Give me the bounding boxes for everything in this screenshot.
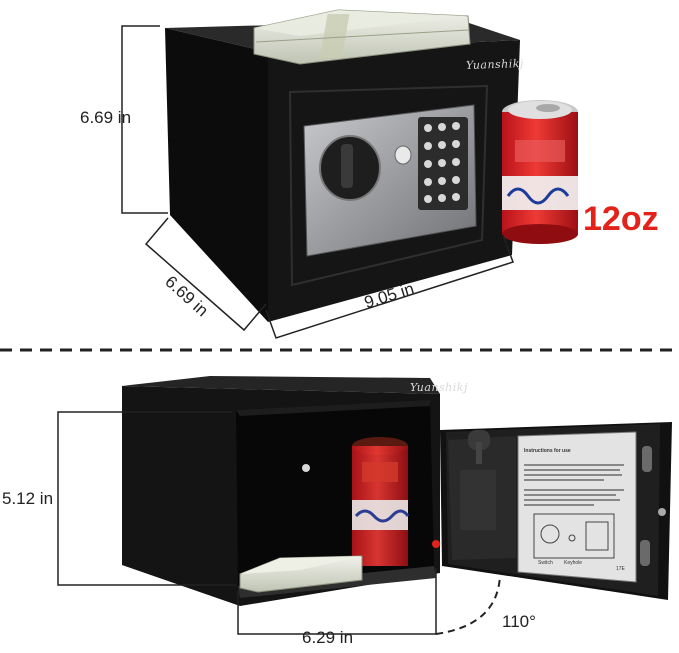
mounting-hole-icon <box>302 464 310 472</box>
height-label: 6.69 in <box>80 108 132 127</box>
mini-switch-icon <box>540 524 560 544</box>
open-safe-top <box>122 376 440 394</box>
interior-red-light-icon <box>432 540 440 548</box>
brand-logo-top: Yuanshikj <box>465 56 525 73</box>
knob-handle <box>341 144 353 188</box>
open-safe <box>122 376 672 606</box>
cash-stack-inside <box>239 555 363 593</box>
depth-dimension-line <box>144 217 267 332</box>
instructions-title: Instructions for use <box>524 448 571 454</box>
closed-safe <box>165 9 520 322</box>
interior-height-line <box>57 411 236 586</box>
mini-panel-diagram <box>533 513 615 559</box>
brand-logo-bottom: Yuanshikj <box>410 381 468 394</box>
keyhole-caption: Keyhole <box>564 560 583 566</box>
safe-door-outline <box>288 84 489 287</box>
width-dimension-line <box>265 234 514 339</box>
keypad-keys <box>424 122 460 203</box>
interior-width-label: 6.29 in <box>302 628 354 647</box>
safe-left-side <box>165 28 268 322</box>
hinge-top-icon <box>642 446 652 472</box>
door-angle-label: 110° <box>502 612 536 631</box>
model-caption: 17E <box>616 566 625 572</box>
mini-keyhole-icon <box>568 534 576 542</box>
interior-width-line <box>237 568 437 635</box>
mini-keypad-icon <box>585 521 609 551</box>
switch-caption: Switch <box>538 560 553 566</box>
bottom-dimension-lines <box>57 411 501 635</box>
soda-can <box>502 100 578 244</box>
status-led-icon <box>394 145 412 165</box>
top-dimension-lines <box>121 25 514 339</box>
hinge-bottom-icon <box>640 540 650 566</box>
cash-stack-top <box>253 9 471 65</box>
interior-height-label: 5.12 in <box>2 489 54 508</box>
can-size-label: 12oz <box>583 200 659 238</box>
height-dimension-line <box>121 25 168 214</box>
soda-can-inside <box>352 437 410 566</box>
instruction-text-lines <box>524 464 624 506</box>
door-bolt-icon <box>658 508 666 516</box>
door-swing-arc <box>435 574 501 635</box>
